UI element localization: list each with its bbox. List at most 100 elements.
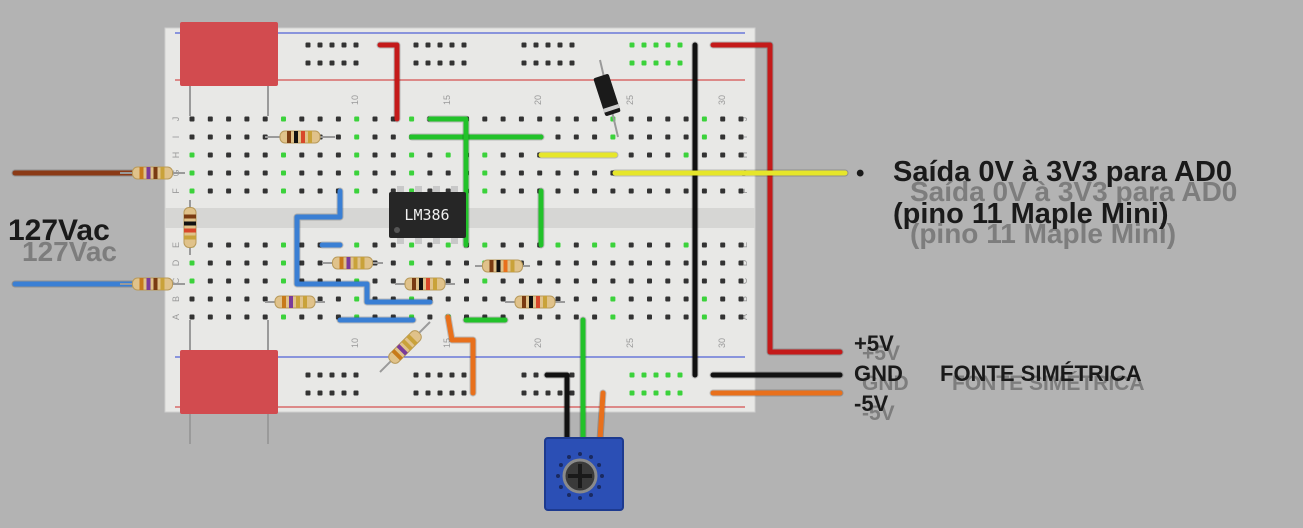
column-number: 20 [533, 95, 543, 105]
breadboard-hole [592, 170, 598, 176]
resistor-3 [274, 295, 316, 309]
breadboard-hole [720, 296, 726, 302]
input-voltage-label: 127Vac [8, 214, 110, 247]
breadboard-hole [683, 260, 689, 266]
breadboard-hole [482, 188, 488, 194]
breadboard-hole [207, 152, 213, 158]
trimpot-tick [578, 496, 582, 500]
breadboard-hole [226, 278, 232, 284]
breadboard-hole [390, 260, 396, 266]
capacitor-top [180, 22, 278, 86]
breadboard-hole [189, 116, 195, 122]
breadboard-hole [665, 116, 671, 122]
breadboard-hole [427, 242, 433, 248]
resistor-4-band [419, 278, 423, 290]
resistor-5-band [503, 260, 508, 272]
resistor-4 [404, 277, 446, 291]
breadboard-hole [701, 134, 707, 140]
rail-hole [533, 372, 539, 378]
resistor-1 [279, 130, 321, 144]
ic-pin [433, 186, 440, 193]
breadboard-hole [647, 260, 652, 266]
breadboard-hole [299, 152, 305, 158]
breadboard-hole [738, 188, 744, 194]
column-number: 25 [625, 338, 635, 348]
rail-hole [341, 390, 347, 396]
rail-hole [329, 42, 335, 48]
breadboard-hole [537, 278, 543, 284]
rail-hole [677, 372, 683, 378]
rail-hole [629, 372, 635, 378]
breadboard-hole [207, 134, 213, 140]
breadboard-hole [427, 260, 433, 266]
rail-hole [353, 42, 359, 48]
breadboard-hole [335, 296, 341, 302]
wires [11, 41, 849, 444]
breadboard-hole [701, 152, 707, 158]
resistor-input-2-band [160, 278, 165, 290]
column-number: 30 [717, 95, 727, 105]
breadboard-hole [427, 314, 433, 320]
breadboard-hole [610, 242, 616, 248]
breadboard-hole [720, 116, 726, 122]
breadboard-hole [335, 152, 341, 158]
breadboard-hole [372, 242, 378, 248]
resistor-1-band [294, 131, 298, 143]
resistor-2-body [332, 256, 373, 270]
ic-pin [415, 186, 422, 193]
breadboard-hole [647, 134, 652, 140]
rail-hole [653, 390, 659, 396]
breadboard-hole [647, 242, 652, 248]
breadboard-hole [592, 314, 598, 320]
resistor-4-body [404, 277, 446, 291]
rail-hole [437, 42, 443, 48]
row-letter: F [739, 188, 749, 194]
rail-hole [353, 60, 359, 66]
breadboard-hole [317, 260, 323, 266]
breadboard-hole [500, 296, 506, 302]
resistor-6-band [543, 296, 547, 308]
rail-hole [437, 372, 443, 378]
breadboard-hole [281, 170, 286, 176]
breadboard-hole [464, 278, 469, 284]
breadboard-hole [299, 170, 305, 176]
breadboard-hole [610, 314, 616, 320]
diode-stripe [603, 103, 620, 113]
rail-hole [353, 390, 359, 396]
row-letter: B [171, 296, 181, 302]
rail-hole [557, 42, 563, 48]
resistor-2-band [360, 257, 365, 269]
breadboard: JJIIHHGGFFEEDDCCBBAA10101515202025253030 [164, 27, 756, 413]
breadboard-hole [610, 278, 616, 284]
breadboard-hole [354, 170, 360, 176]
breadboard-hole [628, 278, 634, 284]
breadboard-hole [317, 296, 323, 302]
breadboard-hole [555, 260, 561, 266]
breadboard-hole [281, 314, 286, 320]
resistor-5-band [496, 260, 501, 272]
rail-hole [641, 60, 647, 66]
breadboard-hole [537, 314, 543, 320]
breadboard-hole [720, 260, 726, 266]
rail-hole [545, 42, 551, 48]
breadboard-hole [701, 116, 707, 122]
breadboard-hole [207, 170, 213, 176]
rail-hole [449, 60, 455, 66]
ic-label: LM386 [404, 206, 449, 224]
trimpot-tick [597, 463, 602, 467]
row-letter: H [739, 152, 749, 159]
rail-hole [521, 372, 527, 378]
rail-hole [413, 42, 419, 48]
rail-hole [521, 390, 527, 396]
breadboard-hole [464, 296, 469, 302]
rail-hole [569, 390, 575, 396]
breadboard-hole [354, 152, 360, 158]
trimpot-tick [600, 474, 604, 478]
breadboard-hole [628, 296, 634, 302]
breadboard-hole [647, 188, 652, 194]
rail-hole [317, 372, 323, 378]
resistor-3-band [296, 296, 300, 308]
resistor-vertical [183, 207, 197, 248]
breadboard-hole [592, 134, 598, 140]
ic-pin [451, 237, 458, 244]
